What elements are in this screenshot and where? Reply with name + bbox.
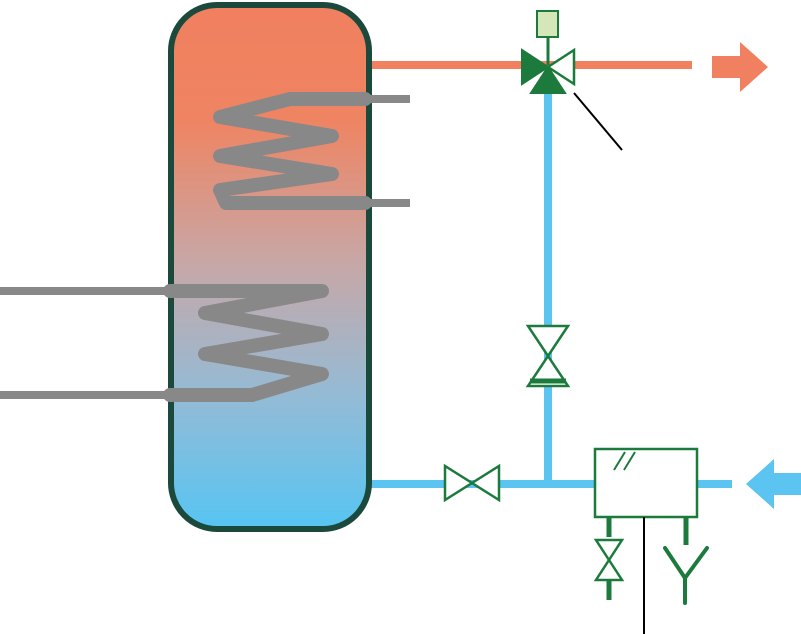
storage-tank — [168, 2, 372, 532]
drain-funnel — [663, 546, 709, 605]
safety-group — [593, 447, 699, 545]
inlet-shutoff-valve — [443, 463, 501, 503]
bypass-check-valve — [525, 324, 571, 388]
upper-coil — [213, 92, 410, 210]
valve-actuator — [536, 10, 559, 38]
valve-leader-line — [573, 92, 623, 151]
hot-outlet-arrow — [712, 42, 768, 92]
drain-valve — [593, 538, 625, 600]
lower-coil — [0, 284, 329, 402]
three-way-valve — [521, 10, 576, 94]
cold-inlet-arrow — [746, 459, 801, 509]
